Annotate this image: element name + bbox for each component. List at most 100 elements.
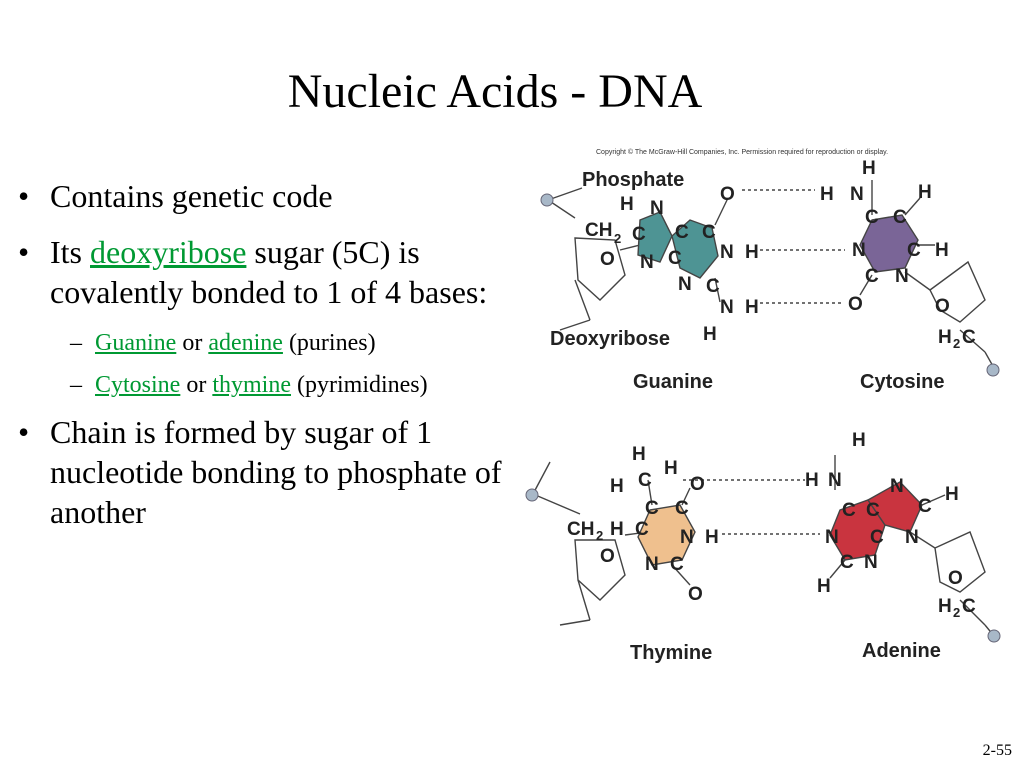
- svg-text:CH: CH: [585, 220, 612, 241]
- svg-text:H: H: [620, 194, 634, 215]
- guanine-five-ring: [637, 211, 673, 263]
- svg-text:N: N: [890, 476, 904, 497]
- sub-bullet-post: (purines): [282, 330, 376, 356]
- sub-bullet-or: or: [180, 372, 213, 398]
- bullet-text-post: sugar (5C) is covalently bonded to 1 of …: [50, 234, 488, 310]
- svg-text:H: H: [745, 242, 759, 263]
- sub-bullet-pyrimidines: – Cytosine or thymine (pyrimidines): [18, 370, 518, 400]
- svg-text:2: 2: [953, 336, 960, 351]
- svg-text:H: H: [705, 527, 719, 548]
- deoxyribose-link[interactable]: deoxyribose: [90, 234, 247, 270]
- svg-text:C: C: [702, 222, 716, 243]
- guanine-cytosine-pair: [547, 180, 995, 369]
- svg-text:C: C: [893, 207, 907, 228]
- svg-text:H: H: [938, 596, 952, 617]
- thymine-label: Thymine: [630, 642, 712, 664]
- svg-text:H: H: [918, 182, 932, 203]
- svg-text:O: O: [600, 546, 615, 567]
- dna-base-pair-figure: Copyright © The McGraw-Hill Companies, I…: [525, 148, 1001, 664]
- svg-text:C: C: [645, 498, 659, 519]
- deoxyribose-label: Deoxyribose: [550, 328, 670, 350]
- svg-text:2: 2: [614, 231, 621, 246]
- svg-text:H: H: [945, 484, 959, 505]
- svg-text:C: C: [962, 596, 976, 617]
- svg-text:N: N: [678, 274, 692, 295]
- svg-text:H: H: [745, 297, 759, 318]
- svg-text:C: C: [632, 224, 646, 245]
- svg-text:N: N: [680, 527, 694, 548]
- guanine-six-ring: [671, 219, 719, 279]
- svg-text:H: H: [820, 184, 834, 205]
- deoxyribose-ring-left: [574, 539, 626, 601]
- svg-text:H: H: [703, 324, 717, 345]
- svg-text:N: N: [825, 527, 839, 548]
- svg-text:2: 2: [953, 605, 960, 620]
- svg-text:O: O: [935, 296, 950, 317]
- svg-text:H: H: [610, 476, 624, 497]
- copyright-notice: Copyright © The McGraw-Hill Companies, I…: [596, 148, 888, 156]
- svg-text:C: C: [907, 240, 921, 261]
- bullet-text: Contains genetic code: [50, 178, 333, 214]
- svg-text:N: N: [864, 552, 878, 573]
- svg-text:C: C: [870, 527, 884, 548]
- sub-bullet-dash: –: [70, 372, 82, 398]
- svg-text:N: N: [720, 242, 734, 263]
- slide-title: Nucleic Acids - DNA: [287, 65, 703, 118]
- svg-text:CH: CH: [567, 519, 594, 540]
- page-number: 2-55: [982, 742, 1012, 759]
- bullet-genetic-code: • Contains genetic code: [18, 176, 518, 216]
- cytosine-link[interactable]: Cytosine: [95, 372, 181, 398]
- svg-text:O: O: [848, 294, 863, 315]
- svg-text:N: N: [895, 266, 909, 287]
- thymine-link[interactable]: thymine: [212, 372, 291, 398]
- adenine-five-ring: [866, 481, 923, 533]
- phosphate-node-right: [986, 363, 1000, 377]
- sub-bullet-purines: – Guanine or adenine (purines): [18, 328, 518, 358]
- svg-text:O: O: [720, 184, 735, 205]
- phosphate-node-left: [540, 193, 554, 207]
- svg-text:H: H: [817, 576, 831, 597]
- cytosine-ring: [859, 214, 919, 273]
- sub-bullet-dash: –: [70, 330, 82, 356]
- phosphate-node-right: [987, 629, 1001, 643]
- svg-text:N: N: [720, 297, 734, 318]
- svg-text:C: C: [706, 276, 720, 297]
- bullet-dot: •: [18, 414, 30, 450]
- svg-text:N: N: [850, 184, 864, 205]
- deoxyribose-ring-left: [574, 237, 626, 301]
- svg-text:C: C: [638, 470, 652, 491]
- svg-text:C: C: [865, 207, 879, 228]
- svg-text:C: C: [668, 248, 682, 269]
- svg-text:C: C: [840, 552, 854, 573]
- svg-text:C: C: [866, 500, 880, 521]
- svg-text:2: 2: [596, 528, 603, 543]
- svg-text:H: H: [664, 458, 678, 479]
- bullet-text: Chain is formed by sugar of 1 nucleotide…: [50, 414, 502, 530]
- adenine-link[interactable]: adenine: [208, 330, 283, 356]
- svg-text:C: C: [675, 222, 689, 243]
- svg-text:C: C: [918, 496, 932, 517]
- cytosine-label: Cytosine: [860, 371, 944, 393]
- bullet-chain: • Chain is formed by sugar of 1 nucleoti…: [18, 412, 518, 532]
- svg-text:C: C: [865, 266, 879, 287]
- svg-text:H: H: [610, 519, 624, 540]
- svg-text:N: N: [640, 252, 654, 273]
- svg-text:N: N: [645, 554, 659, 575]
- svg-text:N: N: [650, 198, 664, 219]
- svg-text:O: O: [948, 568, 963, 589]
- sub-bullet-or: or: [176, 330, 209, 356]
- svg-text:O: O: [600, 249, 615, 270]
- svg-text:N: N: [828, 470, 842, 491]
- bullet-deoxyribose: • Its deoxyribose sugar (5C) is covalent…: [18, 232, 518, 312]
- bullet-text-pre: Its: [50, 234, 90, 270]
- svg-text:H: H: [805, 470, 819, 491]
- phosphate-node-left: [525, 488, 539, 502]
- svg-text:H: H: [862, 158, 876, 179]
- bullet-dot: •: [18, 234, 30, 270]
- guanine-label: Guanine: [633, 371, 713, 393]
- guanine-link[interactable]: Guanine: [95, 330, 177, 356]
- svg-text:C: C: [670, 554, 684, 575]
- bullet-list: • Contains genetic code • Its deoxyribos…: [18, 176, 518, 548]
- phosphate-label: Phosphate: [582, 169, 684, 191]
- svg-text:N: N: [852, 240, 866, 261]
